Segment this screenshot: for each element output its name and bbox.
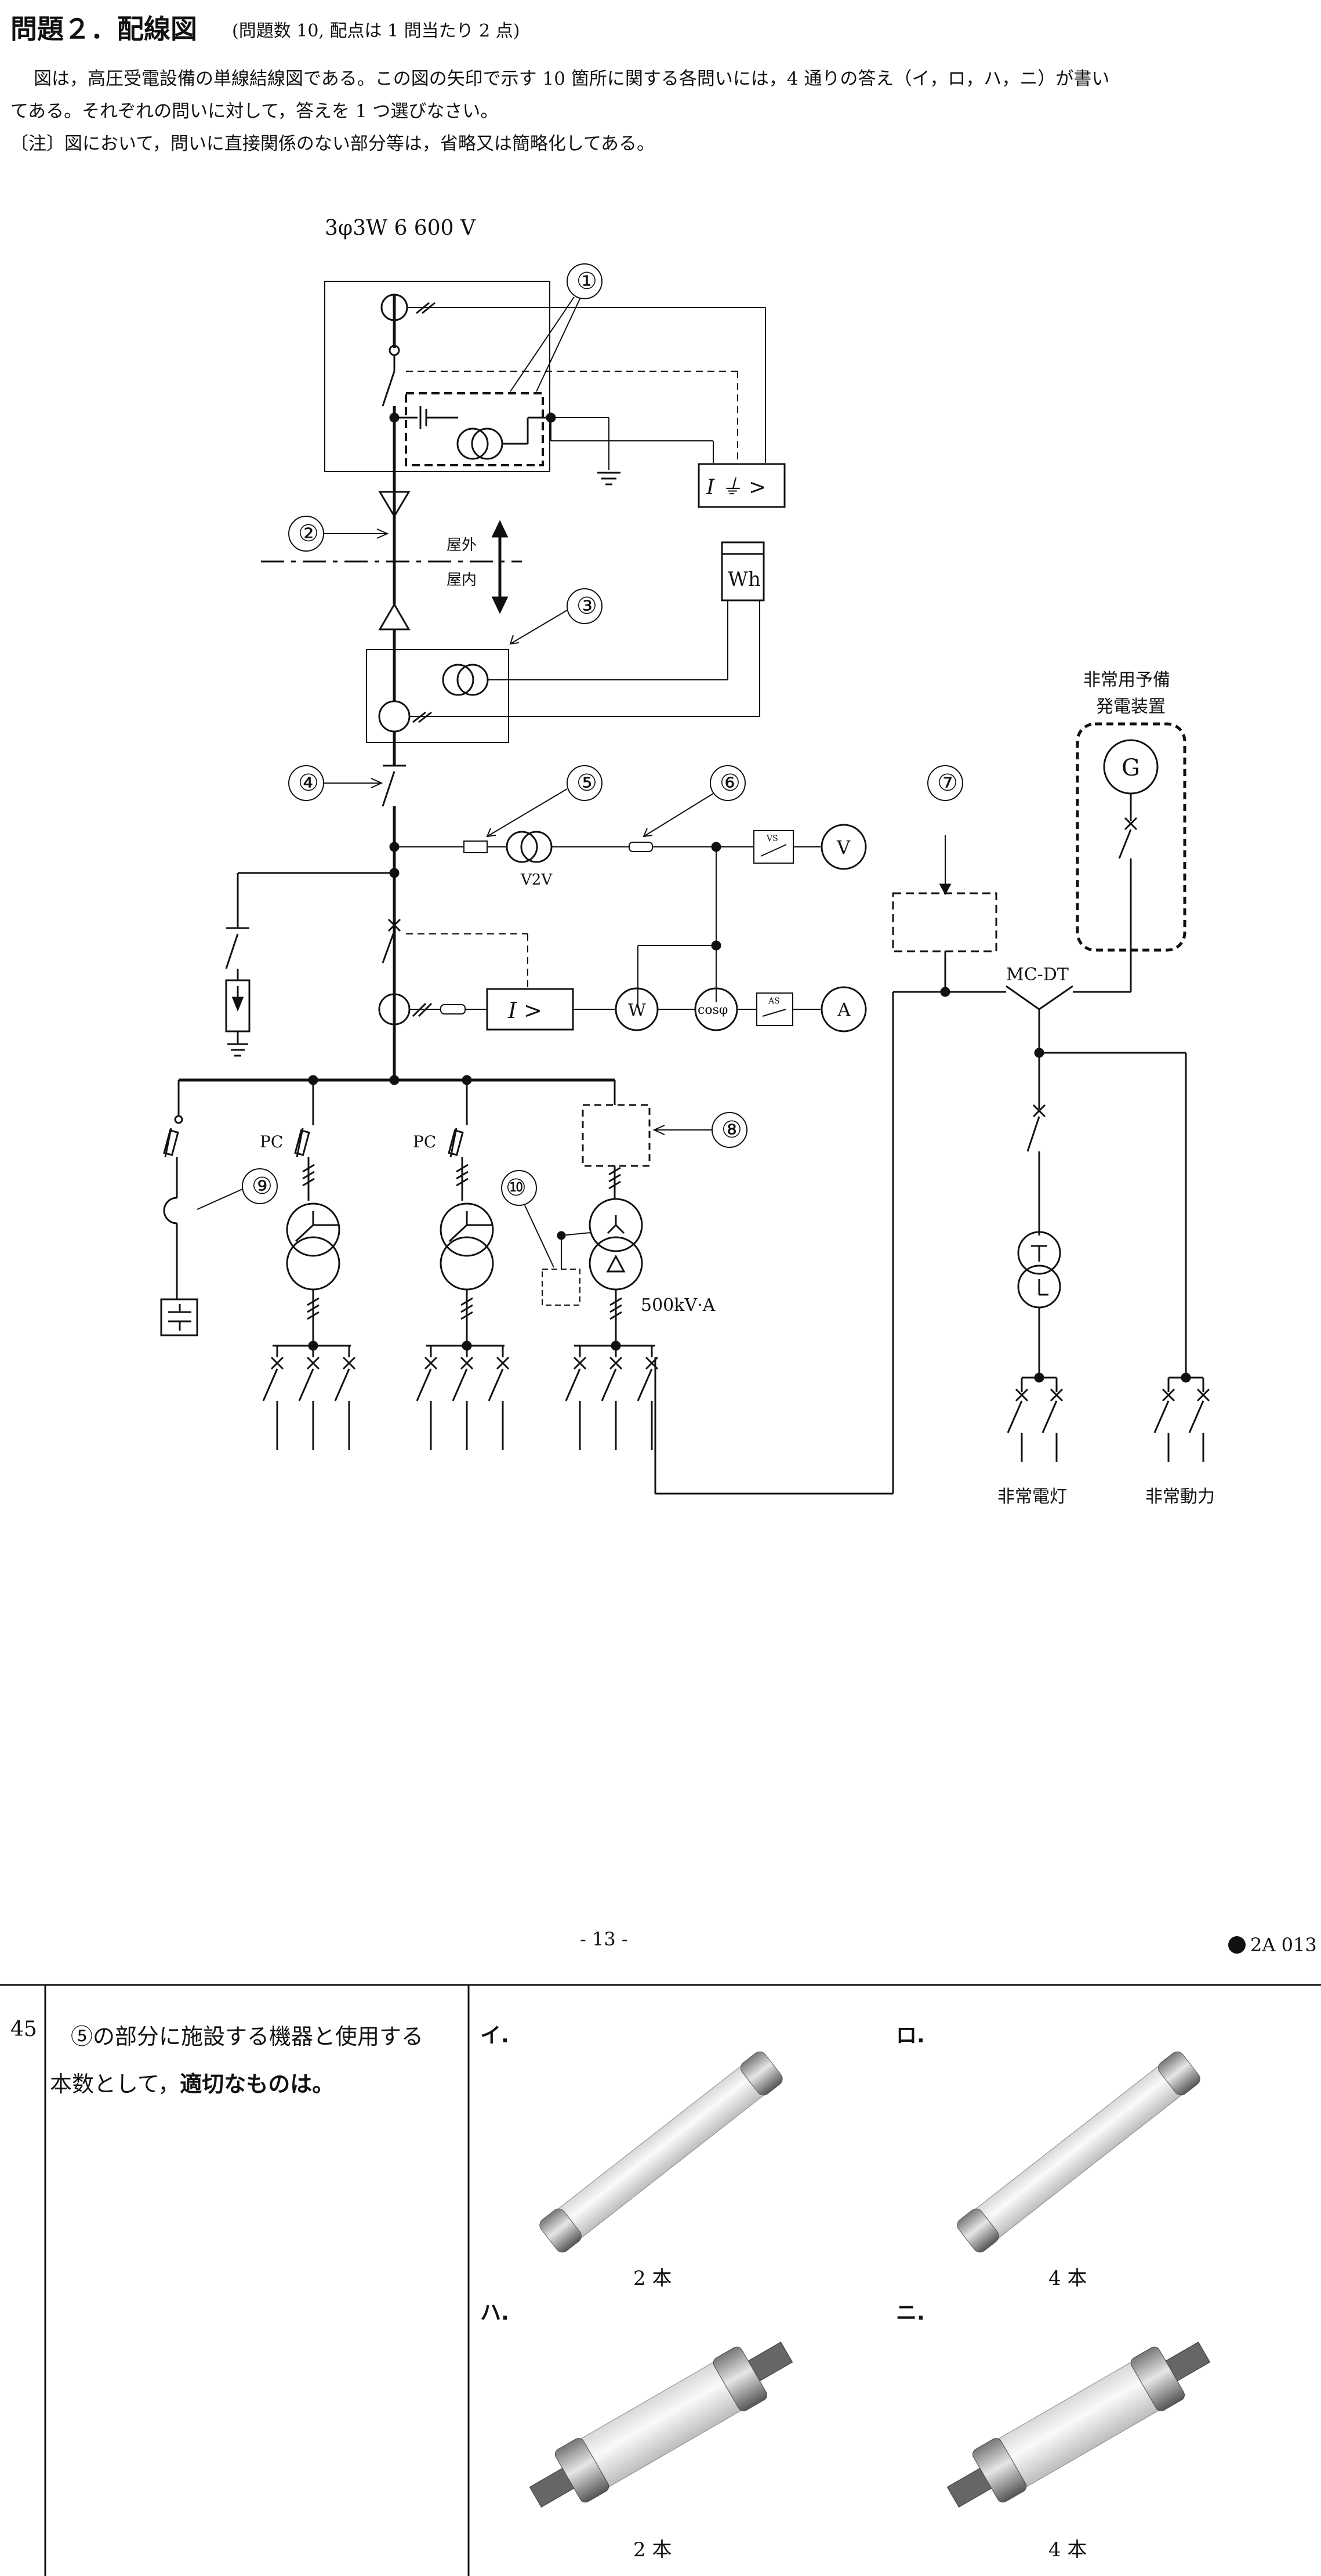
marker-10: ⑩ [506,1175,527,1201]
fuse-image-ni[interactable] [928,2314,1229,2535]
overcurrent-relay-label: I > [507,998,542,1023]
option-label-ha[interactable]: ハ. [480,2301,509,2325]
question-line-2-strong: 適切なものは。 [180,2071,335,2097]
vs-label: VS [766,834,778,843]
page-title: 問題２．配線図 [10,13,197,45]
marker-3: ③ [576,593,597,619]
emergency-power-label: 非常動力 [1145,1487,1215,1507]
option-caption-i: 2 本 [633,2267,672,2290]
marker-4: ④ [298,770,319,796]
page-number: - 13 - [580,1928,628,1950]
generator-label-1: 非常用予備 [1083,670,1170,690]
intro-text: 図は，高圧受電設備の単線結線図である。この図の矢印で示す 10 箇所に関する各問… [10,63,1286,160]
indoor-label: 屋内 [447,571,477,589]
emergency-light-label: 非常電灯 [997,1487,1067,1507]
question-line-2: 本数として，適切なものは。 [50,2060,456,2108]
fuse-image-ha[interactable] [510,2314,812,2535]
option-label-i[interactable]: イ. [480,2024,509,2048]
marker-5: ⑤ [576,770,597,796]
power-factor-label: cosφ [698,1003,728,1017]
option-caption-ni: 4 本 [1048,2538,1087,2561]
pc-label-1: PC [260,1132,283,1151]
fuse-image-ro[interactable] [928,2042,1229,2262]
ammeter-label: A [837,999,851,1021]
question-line-2-pre: 本数として， [50,2071,180,2097]
outdoor-label: 屋外 [447,537,477,554]
marker-1: ① [576,268,597,295]
supply-label: 3φ3W 6 600 V [325,216,476,240]
v2v-label: V2V [520,871,553,889]
transformer-capacity-label: 500kV·A [641,1295,716,1316]
intro-line-3: 〔注〕図において，問いに直接関係のない部分等は，省略又は簡略化してある。 [10,133,655,154]
wh-meter-label: Wh [728,568,761,591]
option-caption-ha: 2 本 [633,2538,672,2561]
marker-9: ⑨ [252,1173,273,1200]
fuse-image-i[interactable] [510,2042,812,2262]
intro-line-1: 図は，高圧受電設備の単線結線図である。この図の矢印で示す 10 箇所に関する各問… [34,68,1110,89]
option-caption-ro: 4 本 [1048,2267,1087,2290]
voltmeter-label: V [836,836,851,858]
pc-label-2: PC [413,1132,436,1151]
option-label-ni[interactable]: ニ. [896,2301,925,2325]
marker-6: ⑥ [720,770,741,796]
marker-7: ⑦ [937,770,958,796]
marker-8: ⑧ [721,1117,742,1143]
exam-code-text: 2A 013 [1250,1934,1317,1956]
question-table-lines [0,1984,1321,2576]
mcdt-label: MC-DT [1006,965,1069,985]
bullet-icon [1228,1936,1246,1954]
intro-line-2: てある。それぞれの問いに対して，答えを 1 つ選びなさい。 [10,101,499,122]
marker-2: ② [298,520,319,547]
question-number: 45 [10,2017,37,2041]
question-text: ⑤の部分に施設する機器と使用する 本数として，適切なものは。 [50,2013,456,2108]
generator-label-2: 発電装置 [1096,697,1166,717]
generator-symbol: G [1122,755,1140,781]
page-subtitle: (問題数 10, 配点は 1 問当たり 2 点) [232,21,520,41]
wiring-diagram: 3φ3W 6 600 V I ⏚ > [160,216,1215,1507]
exam-code: 2A 013 [1228,1934,1317,1956]
as-label: AS [768,997,780,1006]
option-label-ro[interactable]: ロ. [896,2024,925,2048]
wattmeter-label: W [628,1001,646,1021]
question-line-1: ⑤の部分に施設する機器と使用する [71,2024,424,2049]
ground-relay-label: I ⏚ > [706,476,766,499]
